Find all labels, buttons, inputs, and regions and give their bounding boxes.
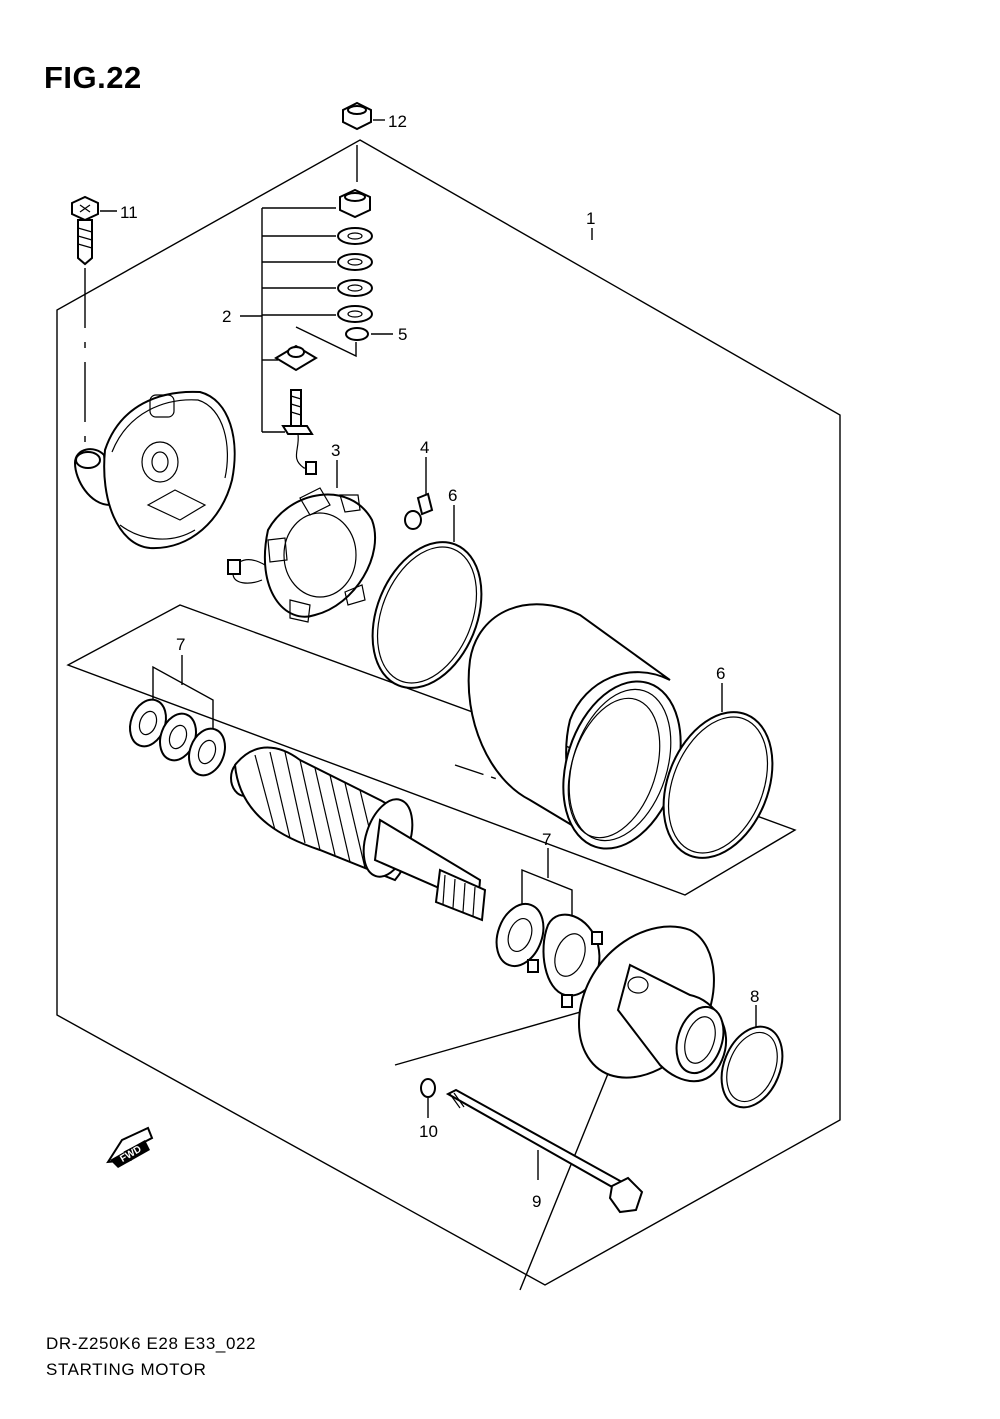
armature-axis	[454, 764, 501, 781]
assembly-outline	[56, 139, 841, 1286]
armature-group-outline	[66, 604, 797, 896]
figure-title: FIG.22	[44, 60, 142, 95]
model-code: DR-Z250K6 E28 E33_022	[46, 1334, 257, 1353]
callout-6-upper: 6	[448, 486, 457, 505]
armature	[230, 746, 487, 922]
front-bracket	[578, 925, 728, 1083]
callout-7-lower: 7	[542, 830, 551, 849]
yoke-housing	[467, 603, 682, 850]
o-ring-6-upper	[371, 505, 483, 689]
callout-2: 2	[222, 307, 231, 326]
callout-3: 3	[331, 441, 340, 460]
terminal-kit-2	[240, 188, 373, 475]
through-bolt-9	[445, 1088, 644, 1214]
callout-1: 1	[586, 209, 595, 228]
diagram-name: STARTING MOTOR	[46, 1360, 207, 1379]
screw-11	[71, 195, 117, 266]
fwd-arrow-icon: FWD	[106, 1126, 154, 1168]
callout-4: 4	[420, 438, 429, 457]
nut-12	[342, 101, 385, 131]
washers-7-upper	[129, 655, 226, 777]
callout-5: 5	[398, 325, 407, 344]
callout-10: 10	[419, 1122, 438, 1141]
washers-7-lower	[495, 848, 603, 1008]
o-ring-6-lower	[662, 683, 774, 859]
o-ring-5	[295, 326, 393, 358]
rear-housing	[73, 390, 236, 550]
o-ring-10	[420, 1078, 436, 1118]
callout-6-lower: 6	[716, 664, 725, 683]
brush-holder-3	[227, 487, 377, 623]
callout-7-upper: 7	[176, 635, 185, 654]
brush-4	[404, 457, 434, 530]
callout-8: 8	[750, 987, 759, 1006]
o-ring-8	[720, 1005, 784, 1109]
callout-12: 12	[388, 112, 407, 131]
callout-9: 9	[532, 1192, 541, 1211]
callout-11: 11	[120, 203, 138, 222]
